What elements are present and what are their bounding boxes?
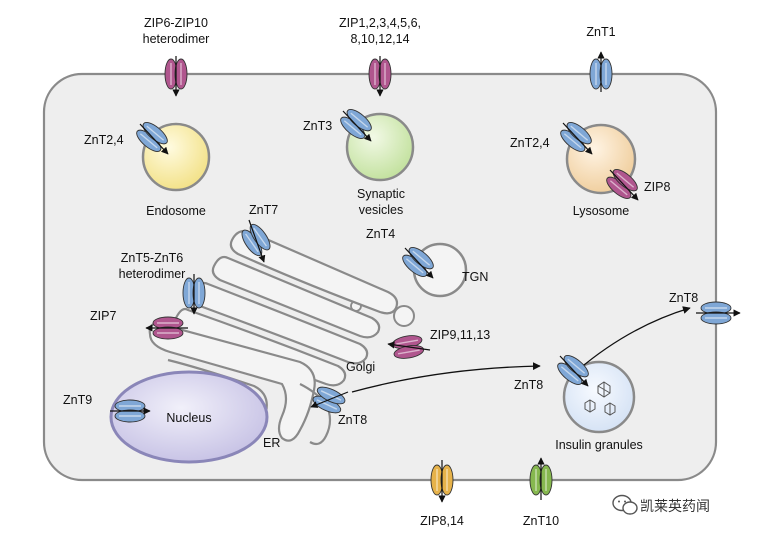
label-zip9-11-13: ZIP9,11,13 [430, 328, 490, 342]
label-zip6-zip10-line2: heterodimer [143, 32, 210, 46]
watermark: 凯莱英药闻 [612, 494, 710, 515]
label-zip8-lysosome: ZIP8 [644, 180, 670, 194]
label-znt8-er: ZnT8 [338, 413, 367, 427]
label-znt2-4-lysosome: ZnT2,4 [510, 136, 550, 150]
label-zip-multi-line2: 8,10,12,14 [350, 32, 409, 46]
label-nucleus: Nucleus [166, 411, 211, 425]
label-zip6-zip10-line1: ZIP6-ZIP10 [144, 16, 208, 30]
flux-arrow-znt8-er [310, 391, 349, 408]
flux-arrow-znt4 [404, 247, 434, 279]
label-znt5-6-line1: ZnT5-ZnT6 [121, 251, 184, 265]
label-er: ER [263, 436, 280, 450]
label-golgi: Golgi [346, 360, 375, 374]
label-zip-multi-line1: ZIP1,2,3,4,5,6, [339, 16, 421, 30]
label-zip8-14: ZIP8,14 [420, 514, 464, 528]
flux-arrow-znt3 [342, 110, 372, 142]
label-znt7: ZnT7 [249, 203, 278, 217]
label-znt3: ZnT3 [303, 119, 332, 133]
label-insulin-granules: Insulin granules [555, 438, 643, 452]
label-znt5-6-line2: heterodimer [119, 267, 186, 281]
insulin-crystals [584, 381, 616, 416]
trafficking-arrow-granule-to-membrane [577, 306, 691, 371]
label-znt10: ZnT10 [523, 514, 559, 528]
labels: ZIP6-ZIP10 heterodimer ZIP1,2,3,4,5,6, 8… [63, 16, 698, 528]
wechat-logo-icon [612, 494, 638, 515]
label-zip7: ZIP7 [90, 309, 116, 323]
flux-arrow-znt2-4-lysosome [562, 122, 593, 155]
label-lysosome: Lysosome [573, 204, 630, 218]
label-endosome: Endosome [146, 204, 206, 218]
flux-arrow-znt7 [248, 219, 266, 263]
label-synaptic-line2: vesicles [359, 203, 403, 217]
nucleus [109, 370, 269, 464]
label-synaptic-line1: Synaptic [357, 187, 405, 201]
golgi-vesicle [393, 305, 415, 327]
flux-arrow-znt8-granule [559, 355, 589, 387]
label-tgn: TGN [462, 270, 488, 284]
flux-arrow-zip9-11-13 [387, 341, 431, 351]
label-znt1: ZnT1 [586, 25, 615, 39]
label-znt2-4-endosome: ZnT2,4 [84, 133, 124, 147]
label-znt4: ZnT4 [366, 227, 395, 241]
flux-arrow-zip8-lysosome [609, 169, 639, 201]
watermark-text: 凯莱英药闻 [640, 498, 710, 515]
label-znt9: ZnT9 [63, 393, 92, 407]
trafficking-arrow-er-to-granule [351, 362, 541, 393]
label-znt8-right: ZnT8 [669, 291, 698, 305]
flux-arrow-znt2-4-endosome [139, 123, 169, 155]
label-znt8-granule: ZnT8 [514, 378, 543, 392]
